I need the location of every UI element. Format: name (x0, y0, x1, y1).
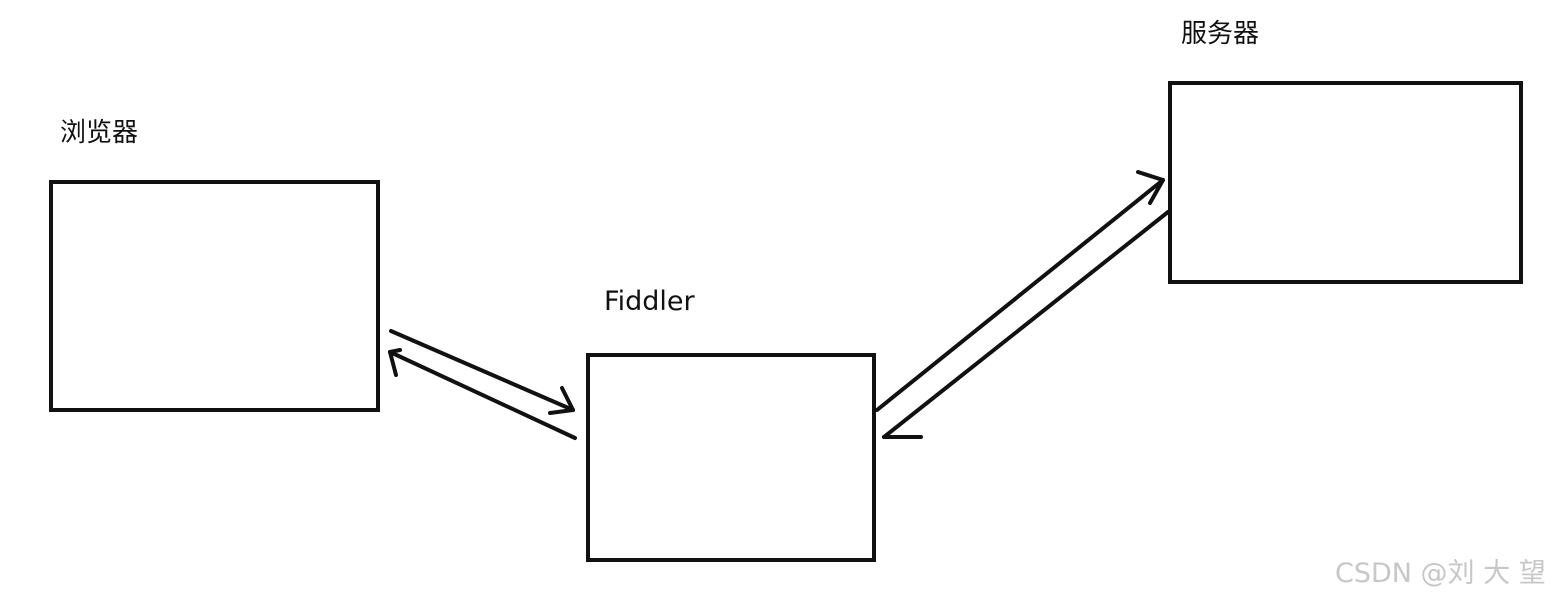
edge-browser-to-fiddler (389, 329, 575, 415)
browser-label: 浏览器 (60, 118, 139, 148)
edge-server-to-fiddler (882, 210, 1170, 439)
watermark: CSDN @刘 大 望 (1335, 558, 1546, 589)
server-box (1168, 81, 1523, 284)
server-label: 服务器 (1181, 19, 1260, 49)
edge-fiddler-to-browser (388, 348, 577, 440)
browser-box (49, 180, 380, 412)
edge-fiddler-to-server (875, 170, 1165, 412)
fiddler-box (586, 353, 876, 562)
fiddler-label: Fiddler (604, 286, 695, 317)
